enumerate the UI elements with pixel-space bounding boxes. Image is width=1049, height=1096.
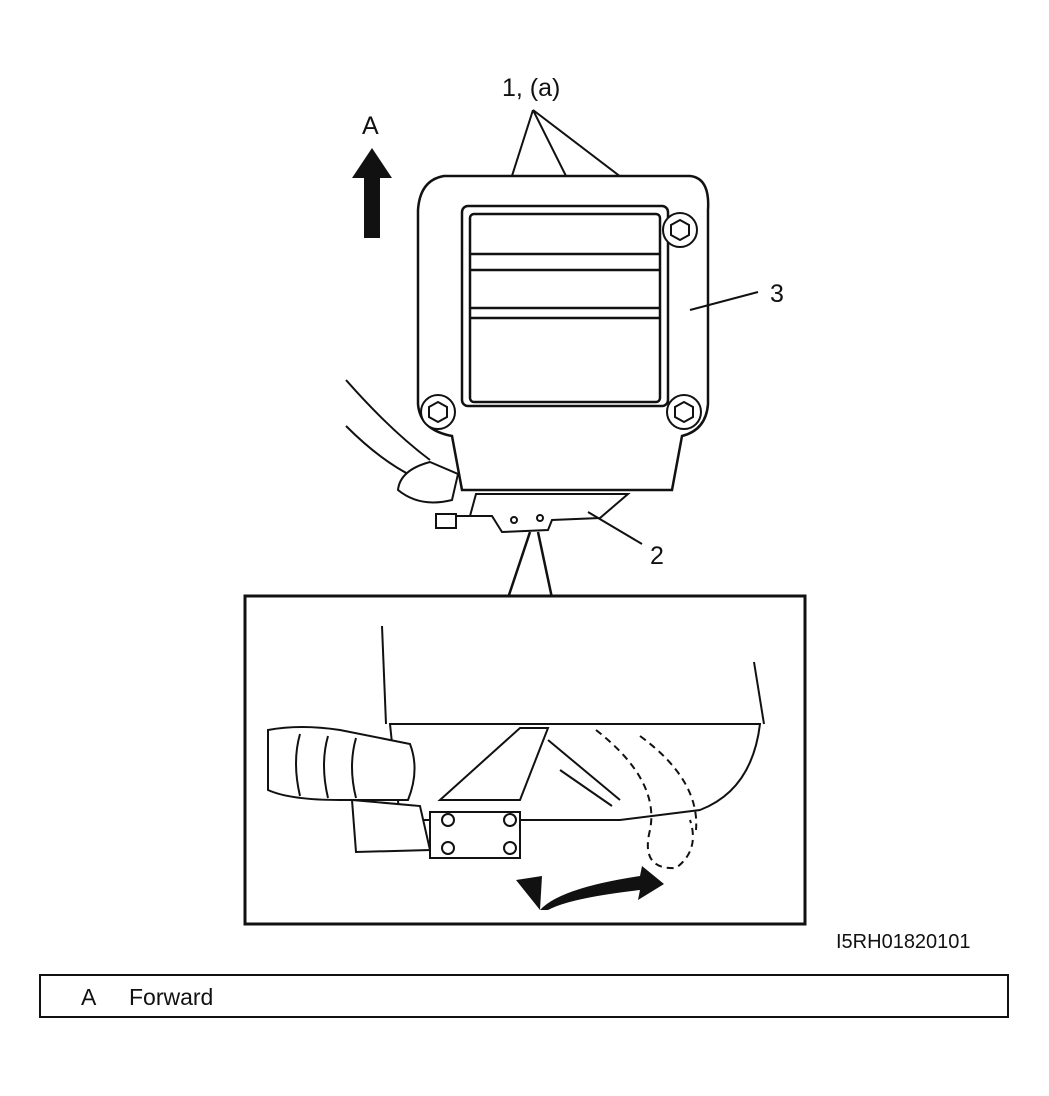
figure-id: I5RH01820101 [836, 931, 971, 953]
callout-2: 2 [650, 542, 664, 570]
direction-label-a: A [362, 112, 379, 140]
forward-arrow-icon [352, 148, 392, 238]
zoom-lines [506, 531, 554, 599]
legend-key-a: A [81, 984, 97, 1010]
callout-2-leader [587, 511, 643, 545]
wire-harness [345, 379, 460, 504]
connector-2 [435, 493, 631, 534]
legend-text-forward: Forward [129, 984, 214, 1010]
legend-box: A Forward [39, 974, 1009, 1018]
bolt-icon-bottom-right [666, 394, 702, 430]
callout-bolts: 1, (a) [502, 74, 560, 102]
detail-connector [267, 625, 765, 859]
callout-3-leader [689, 291, 759, 311]
detail-lock-dashed [595, 729, 698, 870]
bolt-icon-top-right [662, 212, 698, 248]
rotate-arrow-icon [516, 866, 664, 910]
bolt-icon-bottom-left [420, 394, 456, 430]
control-module [416, 174, 710, 492]
callout-3: 3 [770, 280, 784, 308]
